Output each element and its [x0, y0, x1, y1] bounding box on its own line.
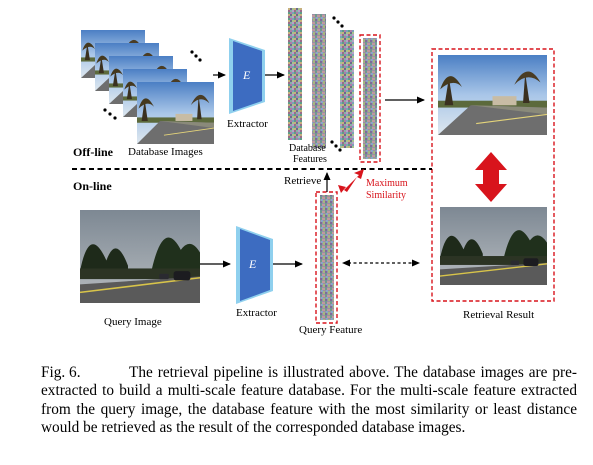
matched-feature-highlight — [359, 34, 381, 163]
database-feature-strip — [340, 30, 354, 148]
correspondence-double-arrow — [475, 152, 507, 202]
retrieve-label: Retrieve — [284, 175, 322, 187]
extractor-bottom-symbol: E — [249, 257, 257, 271]
figure-number: Fig. 6. — [41, 364, 81, 381]
retrieved-database-image — [438, 55, 547, 135]
retrieval-result-label: Retrieval Result — [463, 309, 535, 321]
maximum-label: Maximum — [366, 178, 408, 189]
database-images-label: Database Images — [128, 146, 203, 158]
maximum-similarity-arrow — [338, 169, 364, 193]
dashed-link-head-right — [412, 259, 420, 267]
database-feature-strip — [288, 8, 302, 140]
extractor-bottom — [236, 226, 273, 304]
query-feature-highlight — [315, 191, 338, 324]
database-image — [137, 82, 214, 144]
caption-text: The retrieval pipeline is illustrated ab… — [41, 364, 577, 437]
figure-caption: Fig. 6.The retrieval pipeline is illustr… — [41, 364, 577, 438]
database-feature-strip — [312, 14, 326, 148]
extractor-top — [229, 38, 265, 114]
database-feature-strip — [363, 38, 377, 159]
online-label: On-line — [73, 179, 112, 193]
extractor-top-label: Extractor — [227, 118, 268, 130]
query-feature-strip — [320, 195, 334, 320]
extractor-bottom-label: Extractor — [236, 307, 277, 319]
database-image-stack — [81, 30, 214, 144]
dashed-link-head-left — [342, 259, 350, 267]
database-feature-strips — [288, 8, 377, 159]
extractor-top-symbol: E — [243, 68, 251, 82]
offline-label: Off-line — [73, 145, 113, 159]
ellipsis-dots — [103, 16, 344, 152]
database-features-label-line1: Database — [289, 143, 326, 154]
database-features-label-line2: Features — [293, 154, 327, 165]
query-image — [80, 210, 200, 303]
query-image-label: Query Image — [104, 316, 162, 328]
query-feature-label: Query Feature — [299, 324, 363, 336]
retrieval-pipeline-figure — [72, 8, 555, 324]
retrieval-result-box — [431, 48, 555, 302]
similarity-label: Similarity — [366, 190, 406, 201]
retrieved-query-image — [440, 207, 547, 285]
